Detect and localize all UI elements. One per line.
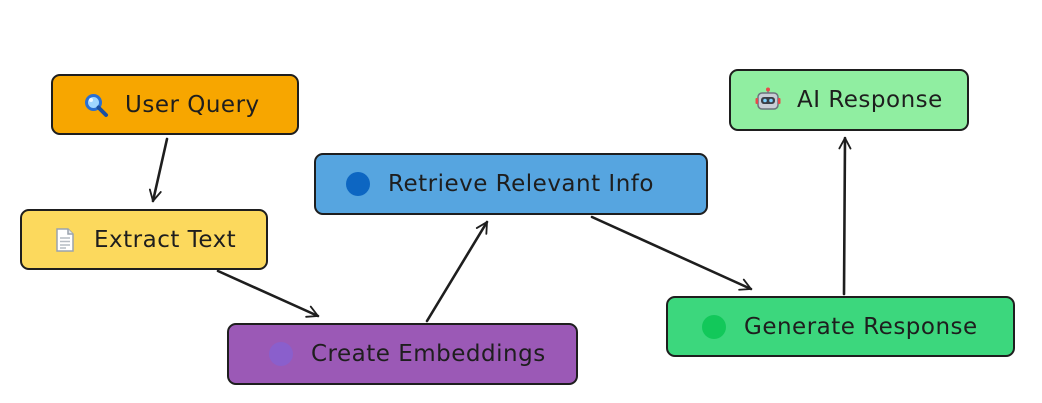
node-ai-response: AI Response	[729, 69, 969, 131]
node-create-embeddings: Create Embeddings	[227, 323, 578, 385]
node-retrieve-relevant-info: Retrieve Relevant Info	[314, 153, 708, 215]
node-user-query: User Query	[51, 74, 299, 135]
node-label: User Query	[125, 91, 260, 118]
node-label: Generate Response	[744, 313, 978, 340]
arrow-user-query-to-extract-text	[148, 137, 169, 203]
arrow-extract-text-to-embeddings	[216, 269, 320, 318]
blue-dot-icon	[346, 172, 370, 196]
magnifier-icon	[83, 92, 109, 118]
node-label: AI Response	[797, 87, 943, 113]
purple-dot-icon	[269, 342, 293, 366]
document-icon	[52, 227, 78, 253]
node-extract-text: Extract Text	[20, 209, 268, 270]
node-label: Extract Text	[94, 226, 237, 253]
node-label: Retrieve Relevant Info	[388, 171, 654, 197]
arrow-retrieve-to-generate	[590, 215, 753, 291]
green-dot-icon	[702, 314, 726, 339]
node-label: Create Embeddings	[311, 341, 546, 367]
arrow-embeddings-to-retrieve	[425, 220, 489, 323]
arrow-generate-to-ai-response	[838, 136, 852, 296]
node-generate-response: Generate Response	[666, 296, 1015, 357]
robot-icon	[755, 87, 781, 113]
